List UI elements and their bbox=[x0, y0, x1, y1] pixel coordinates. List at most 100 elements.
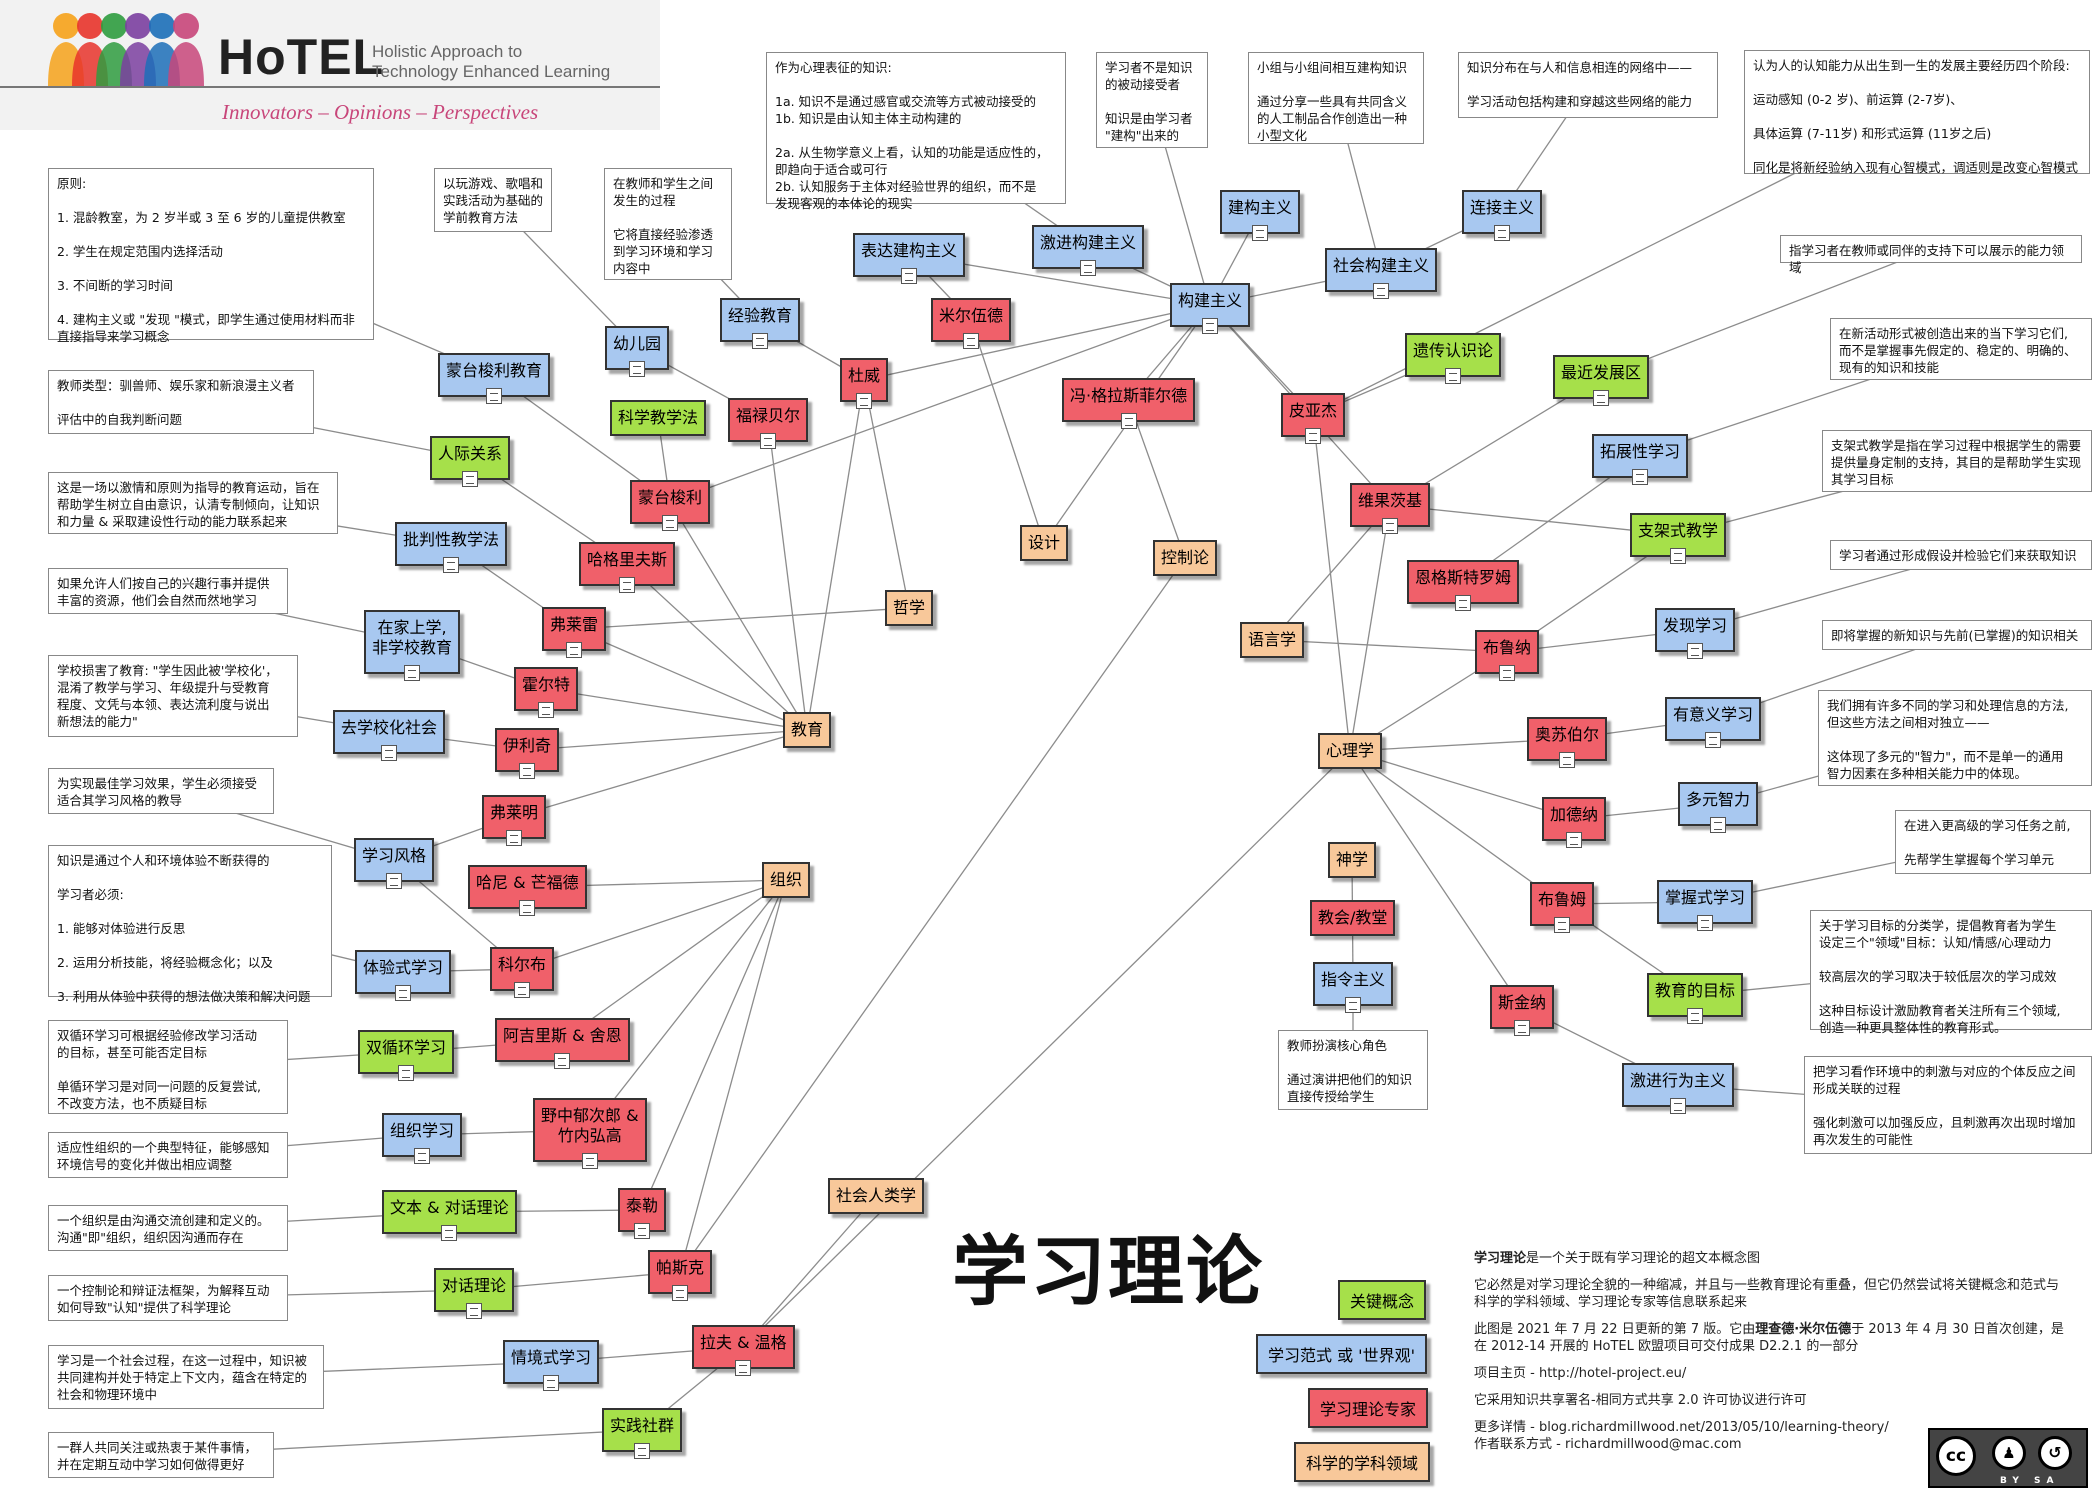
node-engestrom[interactable]: 恩格斯特罗姆 bbox=[1407, 560, 1520, 611]
document-icon[interactable] bbox=[404, 665, 420, 681]
document-icon[interactable] bbox=[414, 1148, 430, 1164]
document-icon[interactable] bbox=[395, 985, 411, 1001]
node-organizational-learning[interactable]: 组织学习 bbox=[382, 1113, 463, 1164]
node-instructivism[interactable]: 指令主义 bbox=[1313, 962, 1394, 1013]
document-icon[interactable] bbox=[1252, 225, 1268, 241]
document-icon[interactable] bbox=[1710, 817, 1726, 833]
document-icon[interactable] bbox=[629, 361, 645, 377]
document-icon[interactable] bbox=[1120, 413, 1137, 429]
node-millwood[interactable]: 米尔伍德 bbox=[931, 298, 1012, 349]
document-icon[interactable] bbox=[398, 1065, 414, 1081]
node-kindergarten[interactable]: 幼儿园 bbox=[605, 326, 670, 377]
node-piaget[interactable]: 皮亚杰 bbox=[1281, 393, 1346, 444]
node-radical-constructivism[interactable]: 激进构建主义 bbox=[1032, 225, 1145, 276]
document-icon[interactable] bbox=[1632, 469, 1648, 485]
node-connectivism[interactable]: 连接主义 bbox=[1462, 190, 1543, 241]
document-icon[interactable] bbox=[1705, 732, 1721, 748]
node-scientific-pedagogy[interactable]: 科学教学法 bbox=[610, 400, 707, 436]
node-interpersonal-relations[interactable]: 人际关系 bbox=[430, 436, 511, 487]
document-icon[interactable] bbox=[1080, 260, 1096, 276]
node-argyris-schon[interactable]: 阿吉里斯 & 舍恩 bbox=[495, 1018, 630, 1069]
node-church[interactable]: 教会/教堂 bbox=[1310, 900, 1396, 936]
node-von-glasersfeld[interactable]: 冯·格拉斯菲尔德 bbox=[1062, 378, 1196, 429]
document-icon[interactable] bbox=[735, 1360, 752, 1376]
node-homeschooling[interactable]: 在家上学, 非学校教育 bbox=[364, 610, 461, 681]
node-ausubel[interactable]: 奥苏伯尔 bbox=[1527, 717, 1608, 768]
node-deschooling-society[interactable]: 去学校化社会 bbox=[333, 710, 446, 761]
document-icon[interactable] bbox=[1514, 1020, 1530, 1036]
node-expansive-learning[interactable]: 拓展性学习 bbox=[1592, 434, 1689, 485]
document-icon[interactable] bbox=[486, 388, 502, 404]
node-freire[interactable]: 弗莱雷 bbox=[542, 607, 607, 658]
document-icon[interactable] bbox=[1494, 225, 1510, 241]
node-froebel[interactable]: 福禄贝尔 bbox=[728, 398, 809, 449]
document-icon[interactable] bbox=[1202, 318, 1218, 334]
cc-license-badge[interactable]: cc ♟ ↺ BY SA bbox=[1928, 1428, 2088, 1488]
node-expressive-constructivism[interactable]: 表达建构主义 bbox=[853, 233, 966, 284]
document-icon[interactable] bbox=[634, 1443, 650, 1459]
document-icon[interactable] bbox=[1697, 915, 1713, 931]
document-icon[interactable] bbox=[443, 557, 459, 573]
node-situated-learning[interactable]: 情境式学习 bbox=[503, 1340, 600, 1391]
node-scaffolding[interactable]: 支架式教学 bbox=[1630, 513, 1727, 564]
document-icon[interactable] bbox=[901, 268, 917, 284]
node-hargreaves[interactable]: 哈格里夫斯 bbox=[579, 542, 676, 593]
node-design[interactable]: 设计 bbox=[1020, 525, 1069, 561]
document-icon[interactable] bbox=[386, 873, 402, 889]
document-icon[interactable] bbox=[672, 1285, 688, 1301]
document-icon[interactable] bbox=[519, 900, 536, 916]
node-education[interactable]: 教育 bbox=[783, 712, 832, 748]
node-conversation-theory[interactable]: 对话理论 bbox=[434, 1268, 515, 1319]
document-icon[interactable] bbox=[1445, 368, 1461, 384]
node-theology[interactable]: 神学 bbox=[1328, 842, 1377, 878]
node-constructivism[interactable]: 构建主义 bbox=[1170, 283, 1251, 334]
document-icon[interactable] bbox=[1670, 548, 1686, 564]
node-experiential-learning[interactable]: 体验式学习 bbox=[355, 950, 452, 1001]
node-illich[interactable]: 伊利奇 bbox=[495, 728, 560, 779]
node-zpd[interactable]: 最近发展区 bbox=[1553, 355, 1650, 406]
document-icon[interactable] bbox=[466, 1303, 482, 1319]
document-icon[interactable] bbox=[462, 471, 478, 487]
node-montessori-education[interactable]: 蒙台梭利教育 bbox=[438, 353, 551, 404]
document-icon[interactable] bbox=[752, 333, 768, 349]
document-icon[interactable] bbox=[1345, 997, 1361, 1013]
node-kolb[interactable]: 科尔布 bbox=[490, 947, 555, 998]
document-icon[interactable] bbox=[662, 515, 678, 531]
node-educational-objectives[interactable]: 教育的目标 bbox=[1647, 973, 1744, 1024]
document-icon[interactable] bbox=[519, 763, 535, 779]
node-gardner[interactable]: 加德纳 bbox=[1542, 797, 1607, 848]
node-honey-mumford[interactable]: 哈尼 & 芒福德 bbox=[468, 865, 587, 916]
node-linguistics[interactable]: 语言学 bbox=[1240, 622, 1305, 658]
document-icon[interactable] bbox=[581, 1153, 598, 1169]
node-vygotsky[interactable]: 维果茨基 bbox=[1350, 483, 1431, 534]
node-mastery-learning[interactable]: 掌握式学习 bbox=[1657, 880, 1754, 931]
document-icon[interactable] bbox=[538, 702, 554, 718]
node-philosophy[interactable]: 哲学 bbox=[885, 590, 934, 626]
node-montessori[interactable]: 蒙台梭利 bbox=[630, 480, 711, 531]
document-icon[interactable] bbox=[381, 745, 397, 761]
node-meaningful-learning[interactable]: 有意义学习 bbox=[1665, 697, 1762, 748]
document-icon[interactable] bbox=[1593, 390, 1609, 406]
info-blog-link[interactable]: 更多详情 - blog.richardmillwood.net/2013/05/… bbox=[1474, 1420, 1889, 1435]
node-organization[interactable]: 组织 bbox=[762, 862, 811, 898]
document-icon[interactable] bbox=[441, 1225, 458, 1241]
document-icon[interactable] bbox=[634, 1223, 650, 1239]
node-critical-pedagogy[interactable]: 批判性教学法 bbox=[395, 522, 508, 573]
node-text-conversation-theory[interactable]: 文本 & 对话理论 bbox=[382, 1190, 517, 1241]
document-icon[interactable] bbox=[1687, 643, 1703, 659]
document-icon[interactable] bbox=[514, 982, 530, 998]
node-pask[interactable]: 帕斯克 bbox=[648, 1250, 713, 1301]
node-learning-styles[interactable]: 学习风格 bbox=[354, 838, 435, 889]
node-experiential-education[interactable]: 经验教育 bbox=[720, 298, 801, 349]
node-holt[interactable]: 霍尔特 bbox=[514, 667, 579, 718]
document-icon[interactable] bbox=[554, 1053, 571, 1069]
node-community-of-practice[interactable]: 实践社群 bbox=[602, 1408, 683, 1459]
node-taylor[interactable]: 泰勒 bbox=[618, 1188, 667, 1239]
document-icon[interactable] bbox=[566, 642, 582, 658]
node-constructivism-2[interactable]: 建构主义 bbox=[1220, 190, 1301, 241]
node-bruner[interactable]: 布鲁纳 bbox=[1475, 630, 1540, 681]
document-icon[interactable] bbox=[619, 577, 635, 593]
node-dewey[interactable]: 杜威 bbox=[840, 358, 889, 409]
document-icon[interactable] bbox=[1499, 665, 1515, 681]
node-cybernetics[interactable]: 控制论 bbox=[1153, 540, 1218, 576]
